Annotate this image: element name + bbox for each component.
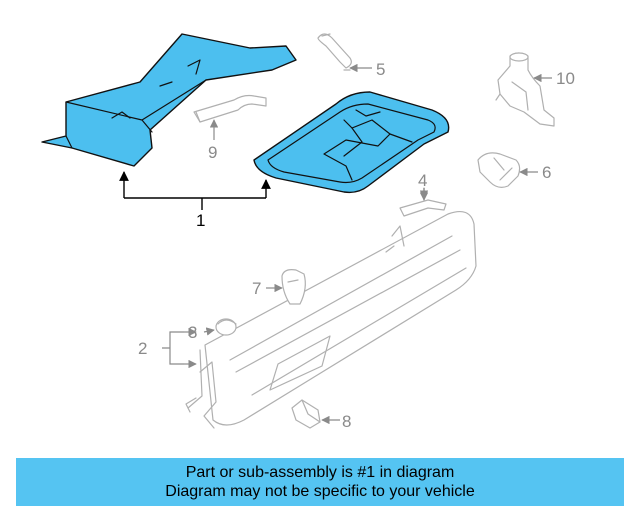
banner-line-1: Part or sub-assembly is #1 in diagram — [185, 464, 455, 481]
damper-part-8 — [291, 399, 321, 429]
latch-part-7 — [281, 269, 306, 305]
highlighted-tray-right — [253, 91, 450, 194]
callout-8: 8 — [342, 412, 351, 431]
switch-part-6 — [477, 152, 521, 188]
sensor-part-10 — [495, 52, 555, 127]
callout-6: 6 — [542, 163, 551, 182]
bracket-part-9 — [193, 94, 267, 123]
striker-part-4 — [399, 187, 447, 217]
info-banner: Part or sub-assembly is #1 in diagram Di… — [16, 458, 624, 506]
callout-3: 3 — [188, 323, 197, 342]
glove-box — [185, 211, 477, 429]
bumper-part-3 — [215, 318, 237, 336]
highlighted-panel-left — [41, 33, 297, 167]
callout-1: 1 — [196, 211, 205, 230]
parts-diagram: 1 2 3 4 5 6 7 8 9 10 — [41, 33, 575, 431]
hose-part-5 — [317, 33, 352, 71]
callout-4: 4 — [418, 171, 427, 190]
callout-7: 7 — [252, 279, 261, 298]
callout-5: 5 — [376, 60, 385, 79]
callout-2: 2 — [138, 339, 147, 358]
leader-lines — [119, 63, 552, 425]
callout-10: 10 — [556, 69, 575, 88]
banner-line-2: Diagram may not be specific to your vehi… — [165, 483, 475, 500]
callout-9: 9 — [208, 143, 217, 162]
